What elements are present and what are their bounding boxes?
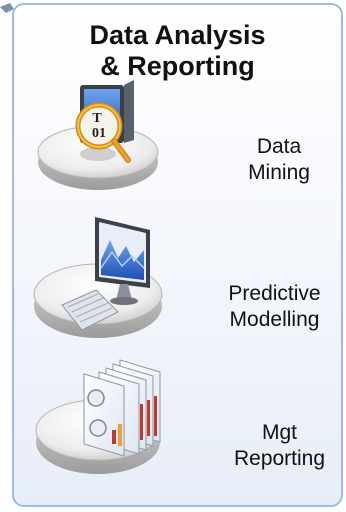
panel-title: Data Analysis & Reporting: [12, 20, 343, 82]
label-data-mining: Data Mining: [224, 134, 334, 186]
label-data-mining-line1: Data: [256, 135, 302, 158]
label-predictive-modelling-line2: Modelling: [229, 308, 320, 331]
corner-arrow-icon: [0, 3, 14, 13]
label-mgt-reporting: Mgt Reporting: [222, 420, 337, 472]
label-predictive-modelling-line1: Predictive: [228, 282, 321, 305]
label-mgt-reporting-line1: Mgt: [261, 421, 297, 444]
label-mgt-reporting-line2: Reporting: [233, 447, 326, 470]
title-line-2: & Reporting: [100, 51, 255, 81]
label-data-mining-line2: Mining: [248, 161, 310, 184]
svg-text:T: T: [92, 111, 102, 126]
report-documents-icon: [83, 359, 161, 457]
magnifier-binary-icon: T 01: [75, 80, 134, 163]
pedestal-disc-1: [37, 125, 159, 190]
svg-text:01: 01: [92, 126, 106, 141]
computer-chart-icon: [61, 217, 150, 331]
title-line-1: Data Analysis: [89, 20, 266, 50]
label-predictive-modelling: Predictive Modelling: [212, 281, 337, 333]
